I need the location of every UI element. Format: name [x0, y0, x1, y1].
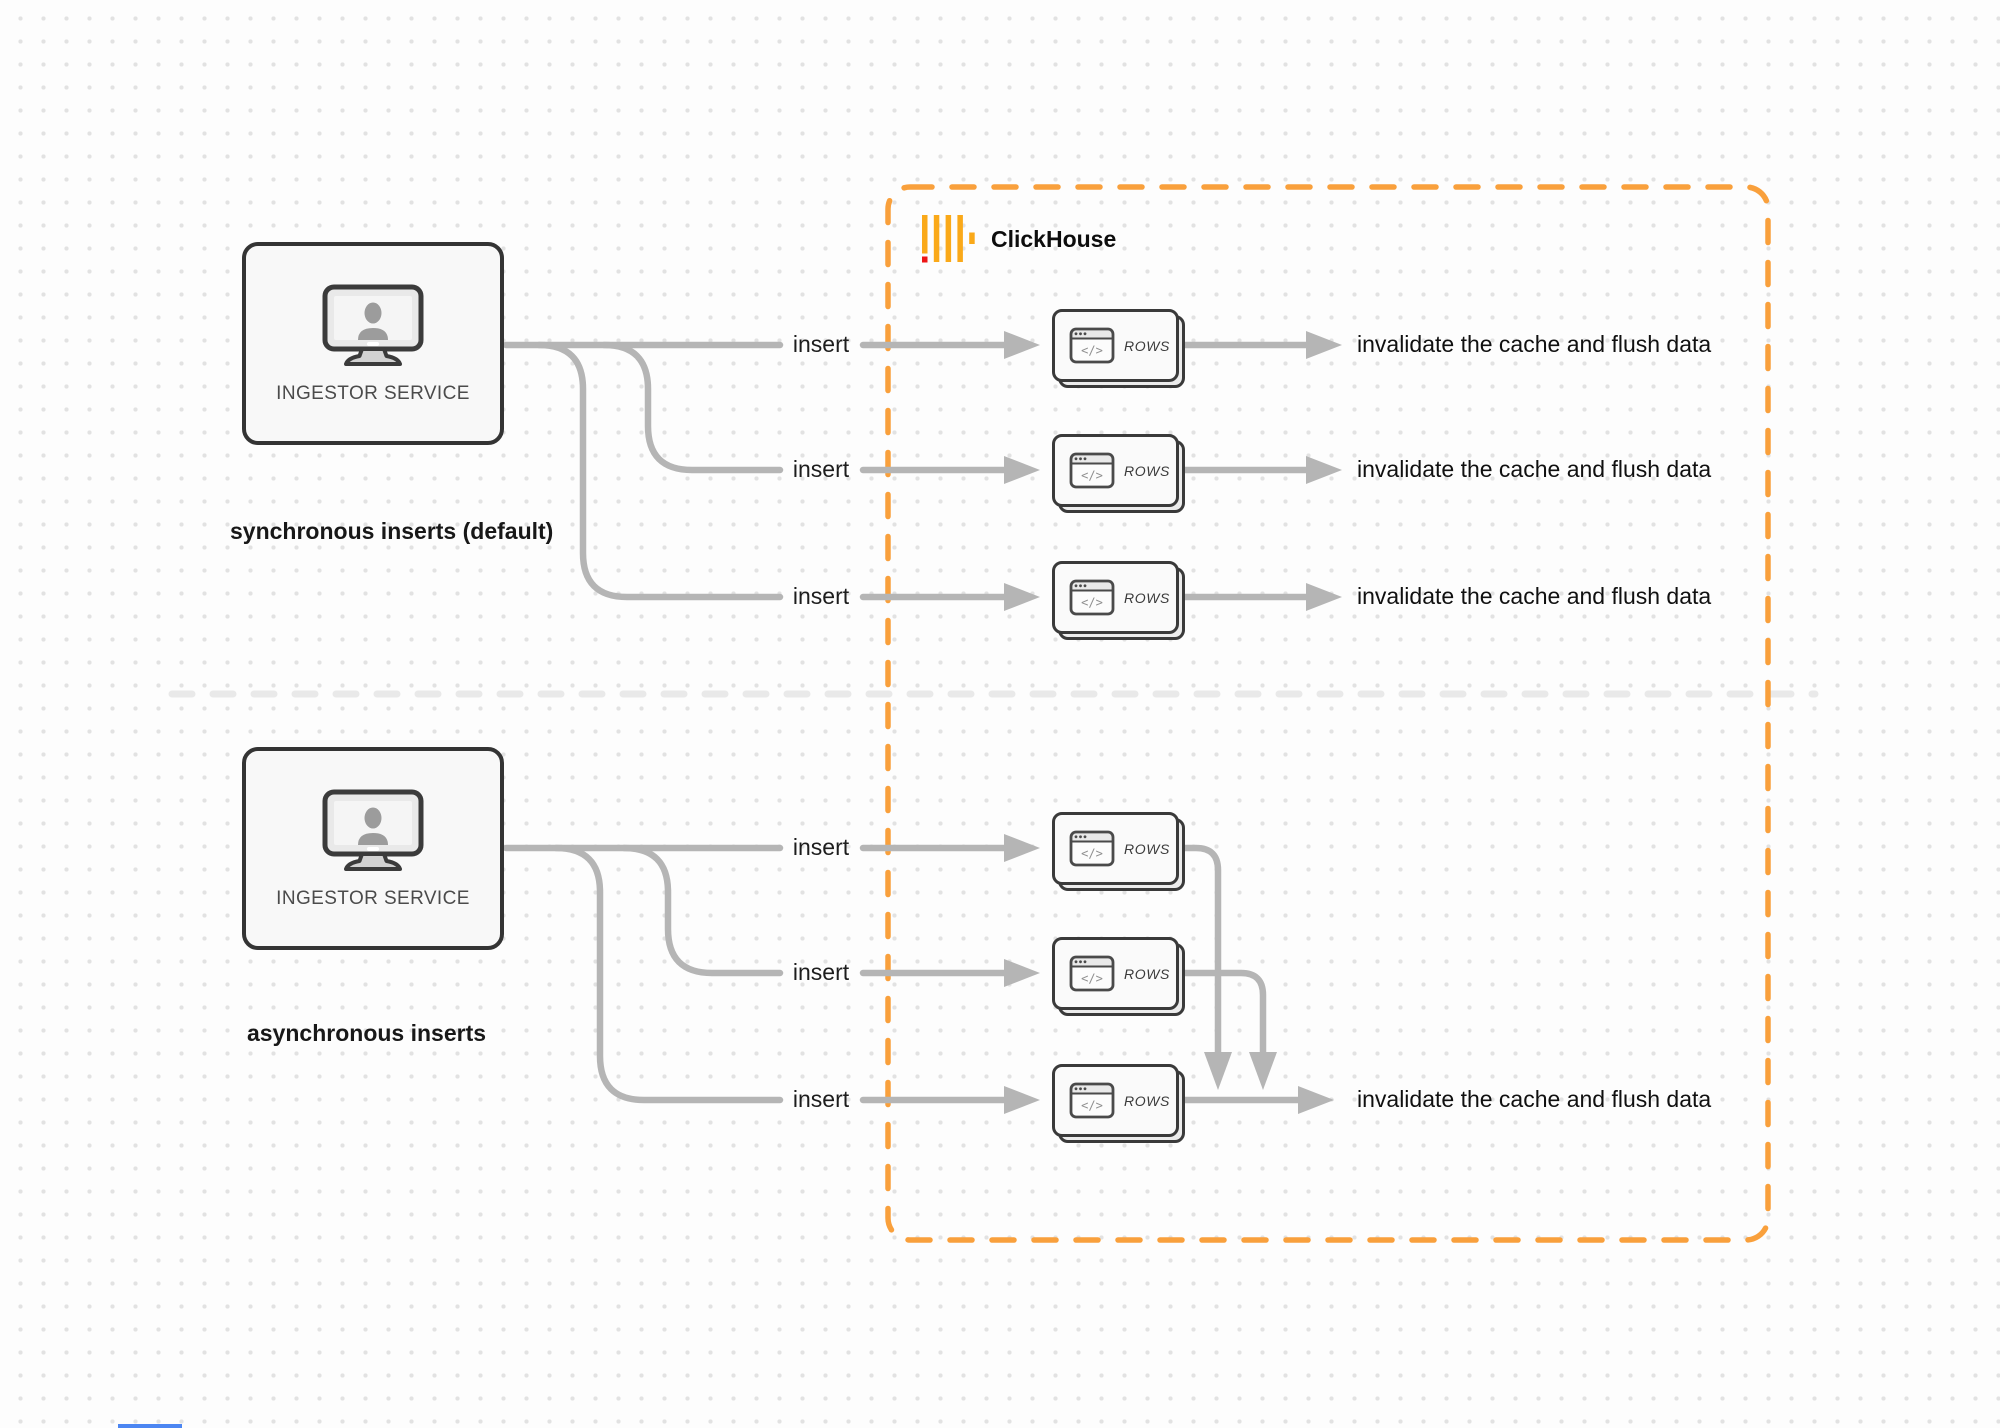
result-label: invalidate the cache and flush data	[1357, 1086, 1712, 1112]
clickhouse-logo: ClickHouse	[922, 215, 1116, 263]
code-glyph: </>	[1081, 596, 1103, 610]
clickhouse-brand-label: ClickHouse	[991, 225, 1117, 252]
rows-card: </> ROWS	[1052, 561, 1186, 641]
rows-card: </> ROWS	[1052, 309, 1186, 389]
rows-card: </> ROWS	[1052, 1064, 1186, 1144]
result-label: invalidate the cache and flush data	[1357, 583, 1712, 609]
code-glyph: </>	[1081, 847, 1103, 861]
browser-window-icon: </>	[1069, 955, 1115, 992]
async-branch-row3	[552, 844, 784, 1104]
browser-window-icon: </>	[1069, 1082, 1115, 1119]
arrowhead-down	[1249, 1052, 1277, 1090]
ingestor-service-box-sync: INGESTOR SERVICE	[242, 242, 504, 445]
async-arrowheads	[1004, 834, 1334, 1114]
rows-card-front: </> ROWS	[1052, 309, 1179, 382]
arrowhead	[1306, 456, 1342, 484]
async-section-caption: asynchronous inserts	[247, 1020, 487, 1046]
insert-label: insert	[792, 456, 850, 482]
browser-window-icon: </>	[1069, 327, 1115, 364]
arrowhead	[1298, 1086, 1334, 1114]
service-label: INGESTOR SERVICE	[276, 887, 470, 909]
arrowhead	[1004, 834, 1040, 862]
arrowhead	[1004, 456, 1040, 484]
async-connectors	[502, 844, 1302, 1104]
rows-card: </> ROWS	[1052, 434, 1186, 514]
insert-label: insert	[792, 959, 850, 985]
async-branch-row2	[620, 844, 784, 977]
monitor-user-icon	[322, 284, 424, 366]
async-flush-drop2	[1180, 969, 1267, 1056]
code-glyph: </>	[1081, 972, 1103, 986]
insert-label: insert	[792, 331, 850, 357]
rows-card-front: </> ROWS	[1052, 812, 1179, 885]
code-glyph: </>	[1081, 469, 1103, 483]
rows-card-label: ROWS	[1124, 337, 1170, 354]
insert-label: insert	[792, 834, 850, 860]
sync-section-caption: synchronous inserts (default)	[230, 518, 554, 544]
rows-card-front: </> ROWS	[1052, 561, 1179, 634]
sync-branch-row2	[600, 341, 784, 474]
sync-connectors	[502, 341, 1310, 601]
rows-card-front: </> ROWS	[1052, 434, 1179, 507]
monitor-user-icon	[322, 789, 424, 871]
async-flush-drop1	[1180, 844, 1222, 1056]
arrowhead	[1004, 331, 1040, 359]
arrowhead	[1306, 331, 1342, 359]
insert-label: insert	[792, 583, 850, 609]
sync-branch-row3	[535, 341, 784, 601]
rows-card-front: </> ROWS	[1052, 937, 1179, 1010]
arrowhead	[1004, 583, 1040, 611]
rows-card: </> ROWS	[1052, 937, 1186, 1017]
rows-card: </> ROWS	[1052, 812, 1186, 892]
arrowhead	[1306, 583, 1342, 611]
rows-card-label: ROWS	[1124, 1092, 1170, 1109]
clickhouse-boundary-box	[885, 184, 1771, 1243]
clickhouse-bars-icon	[922, 215, 975, 263]
sync-arrowheads	[1004, 331, 1342, 611]
browser-window-icon: </>	[1069, 830, 1115, 867]
rows-card-label: ROWS	[1124, 589, 1170, 606]
browser-window-icon: </>	[1069, 579, 1115, 616]
code-glyph: </>	[1081, 1099, 1103, 1113]
result-label: invalidate the cache and flush data	[1357, 456, 1712, 482]
rows-card-label: ROWS	[1124, 840, 1170, 857]
arrowhead-down	[1204, 1052, 1232, 1090]
browser-window-icon: </>	[1069, 452, 1115, 489]
service-label: INGESTOR SERVICE	[276, 382, 470, 404]
insert-label: insert	[792, 1086, 850, 1112]
arrowhead	[1004, 959, 1040, 987]
rows-card-front: </> ROWS	[1052, 1064, 1179, 1137]
ingestor-service-box-async: INGESTOR SERVICE	[242, 747, 504, 950]
code-glyph: </>	[1081, 344, 1103, 358]
result-label: invalidate the cache and flush data	[1357, 331, 1712, 357]
rows-card-label: ROWS	[1124, 462, 1170, 479]
arrowhead	[1004, 1086, 1040, 1114]
rows-card-label: ROWS	[1124, 965, 1170, 982]
bottom-edge-blue-artifact	[118, 1424, 182, 1428]
